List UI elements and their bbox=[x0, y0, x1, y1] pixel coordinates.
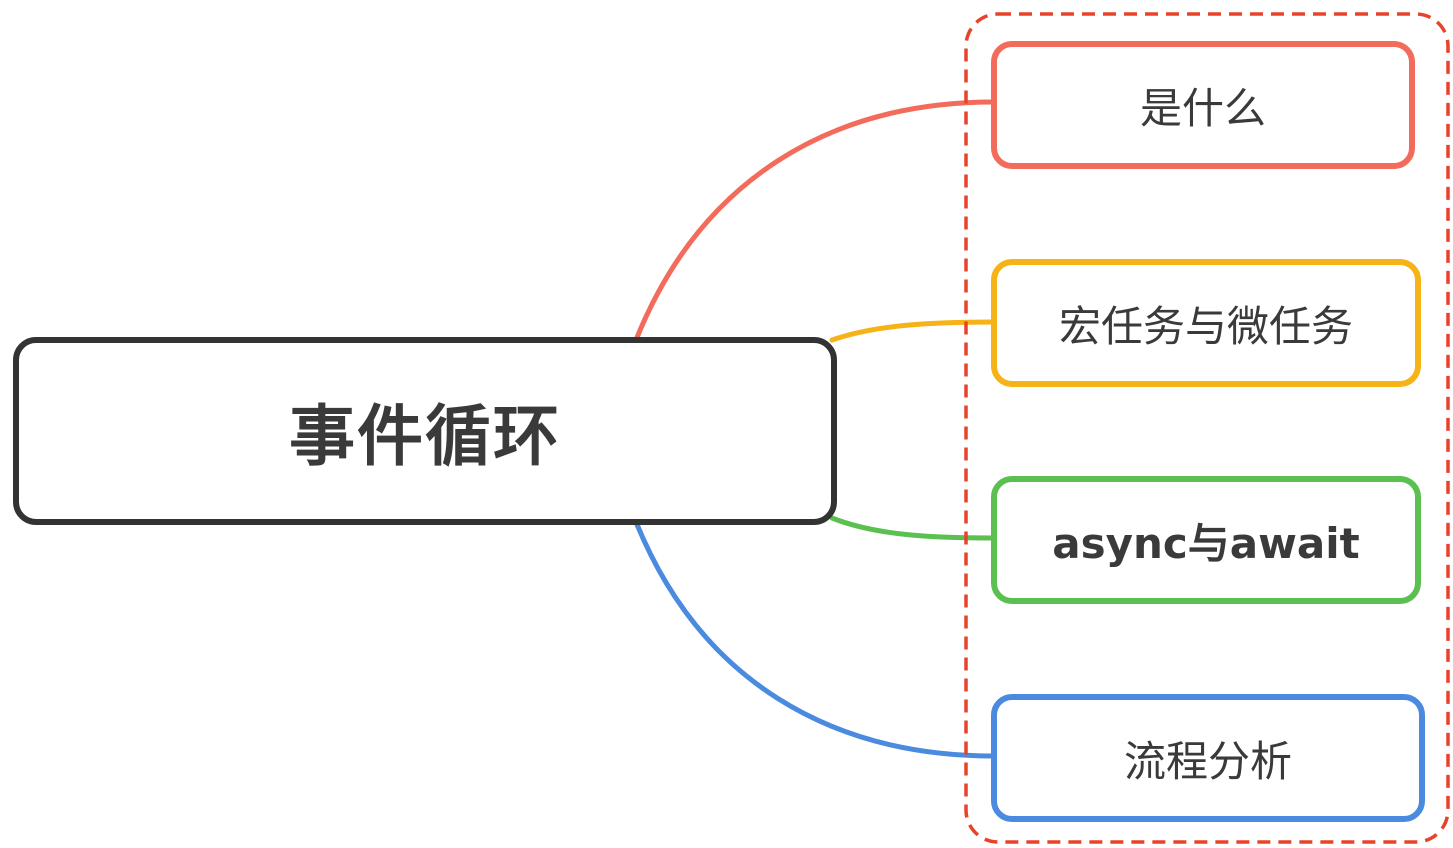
child-node-box bbox=[991, 259, 1421, 387]
group-boundary bbox=[964, 12, 1450, 844]
connector-line bbox=[829, 319, 997, 343]
connector-line bbox=[633, 519, 997, 759]
child-node-what-is: 是什么 bbox=[1139, 83, 1266, 133]
child-node-box bbox=[991, 476, 1421, 604]
child-node-macro-micro-tasks: 宏任务与微任务 bbox=[1058, 301, 1353, 351]
connector-line bbox=[633, 99, 997, 343]
child-node-box bbox=[991, 694, 1425, 822]
root-node-label: 事件循环 bbox=[289, 398, 561, 475]
child-node-process-analysis: 流程分析 bbox=[1123, 736, 1292, 786]
connector-line bbox=[829, 515, 997, 541]
child-node-box bbox=[991, 41, 1415, 169]
root-node-box bbox=[13, 337, 837, 525]
child-node-async-await: async与await bbox=[1052, 518, 1360, 568]
